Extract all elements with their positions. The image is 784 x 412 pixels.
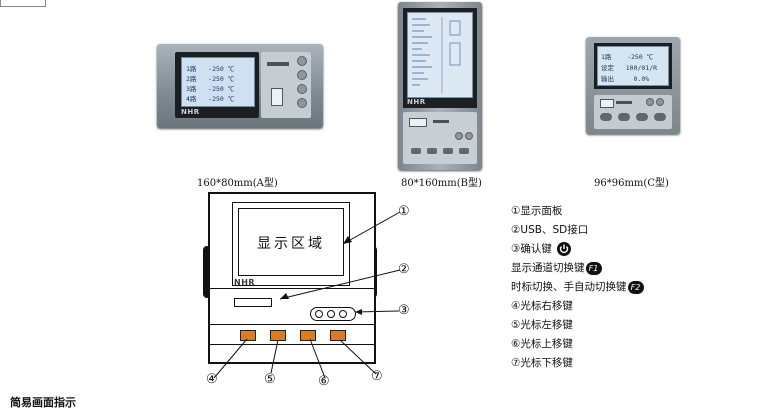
confirm-key-icon (557, 242, 572, 256)
device-c-key (600, 113, 612, 121)
legend-item: ⑤光标左移键 (511, 319, 573, 331)
caption-a: 160*80mm(A型) (197, 178, 278, 189)
device-c-key (646, 98, 654, 106)
device-c-key (636, 113, 648, 121)
callout-7: ⑦ (371, 369, 383, 384)
f1-key-icon: F1 (585, 261, 602, 275)
diagram-logo: NHR (234, 278, 256, 287)
up-arrow-key-icon (300, 330, 316, 341)
legend-item: ⑦光标下移键 (511, 357, 573, 369)
device-a-logo: NHR (181, 108, 200, 116)
device-a-key (297, 70, 307, 80)
sd-slot-icon (433, 120, 449, 123)
usb-port-icon (409, 118, 427, 127)
usb-slot-icon (234, 298, 272, 307)
device-b-key (443, 148, 453, 154)
device-a-lcd: 1路 -250 ℃ 2路 -250 ℃ 3路 -250 ℃ 4路 -250 ℃ (181, 57, 255, 107)
device-c-key-panel (594, 95, 672, 129)
device-c-key (656, 98, 664, 106)
display-panel: 显示区域 (238, 208, 344, 276)
divider-line (210, 288, 374, 289)
round-key-icon (327, 310, 335, 318)
lcd-row: 1路 -250 ℃ (186, 65, 235, 73)
usb-slot-icon (267, 62, 289, 66)
device-b-key-panel (403, 112, 477, 164)
device-a-key-panel (261, 52, 311, 118)
device-b-key (459, 148, 469, 154)
round-key-icon (315, 310, 323, 318)
device-b-key (455, 132, 463, 140)
legend-item: ④光标右移键 (511, 300, 573, 312)
device-b-key (465, 132, 473, 140)
lcd-row: 4路 -250 ℃ (186, 95, 235, 103)
confirm-key-group (310, 307, 356, 321)
device-b-lcd (407, 12, 473, 98)
callout-3: ③ (398, 303, 410, 318)
section-heading: 简易画面指示 (10, 396, 76, 409)
callout-5: ⑤ (264, 372, 276, 387)
left-mount-clip (203, 246, 211, 298)
front-panel-diagram: 显示区域 NHR (208, 192, 376, 364)
divider-line (210, 344, 374, 345)
device-b-logo: NHR (407, 98, 426, 106)
device-b-photo: NHR (398, 2, 482, 170)
device-a-photo: 1路 -250 ℃ 2路 -250 ℃ 3路 -250 ℃ 4路 -250 ℃ … (157, 44, 323, 128)
caption-b: 80*160mm(B型) (401, 178, 482, 189)
lcd-row: 输出 0.0% (601, 75, 650, 83)
callout-4: ④ (206, 372, 218, 387)
device-c-lcd: 1路 -250 ℃ 设定 100/01/R 输出 0.0% (597, 46, 669, 86)
lcd-row: 3路 -250 ℃ (186, 85, 235, 93)
callout-1: ① (398, 204, 410, 219)
usb-port-icon (271, 88, 283, 106)
caption-c: 96*96mm(C型) (594, 178, 669, 189)
sd-slot-icon (616, 101, 632, 104)
device-c-photo: 1路 -250 ℃ 设定 100/01/R 输出 0.0% (586, 37, 680, 134)
display-frame (232, 202, 350, 286)
callout-2: ② (398, 262, 410, 277)
device-b-key (411, 148, 421, 154)
usb-port-icon (600, 99, 614, 108)
device-b-key (427, 148, 437, 154)
display-area-label: 显示区域 (257, 236, 325, 252)
lcd-row: 2路 -250 ℃ (186, 75, 235, 83)
legend-item: ⑥光标上移键 (511, 338, 573, 350)
device-a-bezel: 1路 -250 ℃ 2路 -250 ℃ 3路 -250 ℃ 4路 -250 ℃ … (175, 52, 259, 118)
device-c-key (618, 113, 630, 121)
lcd-row: 设定 100/01/R (601, 64, 658, 72)
device-a-key (297, 56, 307, 66)
lcd-row: 1路 -250 ℃ (601, 53, 654, 61)
divider-line (210, 324, 374, 325)
down-arrow-key-icon (330, 330, 346, 341)
device-a-key (297, 84, 307, 94)
device-a-key (297, 98, 307, 108)
f2-key-icon: F2 (627, 280, 644, 294)
device-c-key (654, 113, 666, 121)
top-edge-tab (0, 0, 46, 7)
callout-6: ⑥ (318, 374, 330, 389)
device-b-bar-graph-icon (412, 17, 461, 93)
device-b-bezel: NHR (403, 8, 477, 108)
legend-item: ③确认键 (511, 240, 644, 259)
right-arrow-key-icon (240, 330, 256, 341)
round-key-icon (339, 310, 347, 318)
legend-item: ①显示面板 (511, 205, 563, 217)
device-c-bezel: 1路 -250 ℃ 设定 100/01/R 输出 0.0% (594, 43, 672, 89)
legend-item: ②USB、SD接口 (511, 224, 589, 236)
